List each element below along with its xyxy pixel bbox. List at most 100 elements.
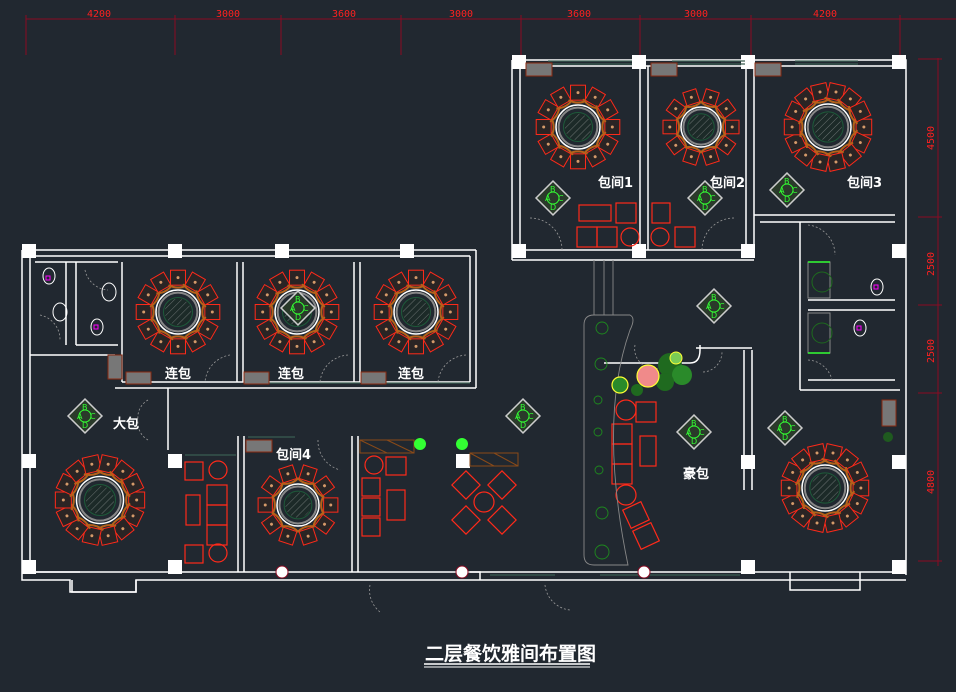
chair bbox=[120, 472, 145, 498]
chair bbox=[714, 133, 737, 156]
chair bbox=[254, 302, 274, 322]
chair bbox=[135, 302, 155, 322]
dim-top-1: 4200 bbox=[87, 9, 111, 20]
planter-cluster bbox=[611, 351, 893, 442]
chair bbox=[721, 117, 740, 137]
marker-letter: B bbox=[784, 177, 790, 186]
chair bbox=[296, 464, 318, 485]
column bbox=[22, 244, 36, 258]
column bbox=[168, 454, 182, 468]
drawing-title-text: 二层餐饮雅间布置图 bbox=[425, 642, 596, 665]
round-columns bbox=[275, 565, 651, 579]
room-label-baojian3: 包间3 bbox=[847, 175, 882, 191]
column bbox=[741, 455, 755, 469]
marker-letter: A bbox=[779, 186, 785, 195]
marker-letter: A bbox=[706, 302, 712, 311]
doors bbox=[39, 217, 836, 613]
chair bbox=[420, 271, 445, 295]
room-labels: 包间1 包间2 包间3 连包 连包 连包 大包 包间4 豪包 bbox=[113, 175, 882, 482]
chair bbox=[433, 283, 457, 308]
chair bbox=[848, 100, 872, 125]
column bbox=[741, 560, 755, 574]
dim-top-5: 3600 bbox=[567, 9, 591, 20]
column bbox=[892, 560, 906, 574]
chair bbox=[387, 271, 412, 295]
chair bbox=[549, 86, 574, 110]
drawing-title: 二层餐饮雅间布置图 bbox=[424, 642, 596, 668]
walls bbox=[21, 59, 907, 593]
marker-letter: B bbox=[702, 185, 708, 194]
table-rim bbox=[555, 104, 601, 150]
room-label-lianbao-3: 连包 bbox=[398, 366, 424, 382]
room-label-dabao: 大包 bbox=[113, 416, 139, 432]
chair bbox=[568, 150, 588, 170]
chair bbox=[320, 495, 339, 515]
chair bbox=[662, 117, 681, 137]
chair bbox=[296, 525, 318, 546]
round-table-set bbox=[373, 269, 459, 355]
room-label-lianbao-2: 连包 bbox=[278, 366, 304, 382]
chair bbox=[257, 495, 276, 515]
round-table-set bbox=[257, 464, 339, 546]
chair bbox=[278, 464, 300, 485]
dim-right-1: 4500 bbox=[926, 126, 937, 150]
chair bbox=[537, 131, 561, 156]
table-rim bbox=[274, 289, 320, 335]
column bbox=[892, 55, 906, 69]
right-dimension-line: 4500 2500 2500 4800 bbox=[918, 58, 942, 566]
marker-letter: B bbox=[82, 403, 88, 412]
chair bbox=[833, 502, 860, 528]
marker-letter: D bbox=[782, 433, 788, 442]
marker-letter: C bbox=[710, 194, 716, 203]
counters bbox=[359, 439, 519, 467]
dim-right-4: 4800 bbox=[926, 470, 937, 494]
chair bbox=[137, 316, 161, 341]
marker-letter: A bbox=[77, 412, 83, 421]
dim-right-2: 2500 bbox=[926, 252, 937, 276]
table-rim bbox=[75, 475, 125, 525]
marker-letter: C bbox=[792, 186, 798, 195]
chair bbox=[582, 144, 607, 168]
marker-letter: A bbox=[686, 428, 692, 437]
table-rim bbox=[155, 289, 201, 335]
column bbox=[892, 455, 906, 469]
marker-letter: D bbox=[295, 313, 301, 322]
table-rim bbox=[801, 464, 849, 512]
chair bbox=[256, 316, 280, 341]
marker-letter: C bbox=[699, 428, 705, 437]
column bbox=[400, 244, 414, 258]
dim-right-3: 2500 bbox=[926, 339, 937, 363]
chair bbox=[783, 116, 804, 138]
chair bbox=[682, 146, 703, 166]
chair bbox=[784, 129, 808, 154]
marker-letter: B bbox=[691, 419, 697, 428]
marker-letter: A bbox=[697, 194, 703, 203]
round-table-set bbox=[54, 454, 146, 546]
garden-strip bbox=[583, 260, 634, 566]
furniture bbox=[184, 202, 696, 564]
marker-letter: B bbox=[550, 185, 556, 194]
marker-letter: D bbox=[550, 203, 556, 212]
chair bbox=[824, 82, 846, 104]
round-table-set bbox=[535, 84, 621, 170]
chair bbox=[682, 88, 703, 108]
marker-letter: D bbox=[784, 195, 790, 204]
dim-top-3: 3600 bbox=[332, 9, 356, 20]
chair bbox=[260, 475, 284, 499]
room-label-baojian4: 包间4 bbox=[276, 447, 311, 463]
dim-top-4: 3000 bbox=[449, 9, 473, 20]
marker-letter: B bbox=[520, 403, 526, 412]
marker-letter: D bbox=[691, 437, 697, 446]
toilet-fixtures bbox=[42, 261, 884, 354]
column bbox=[512, 244, 526, 258]
chair bbox=[195, 283, 219, 308]
chair bbox=[312, 475, 336, 499]
columns bbox=[22, 55, 906, 574]
